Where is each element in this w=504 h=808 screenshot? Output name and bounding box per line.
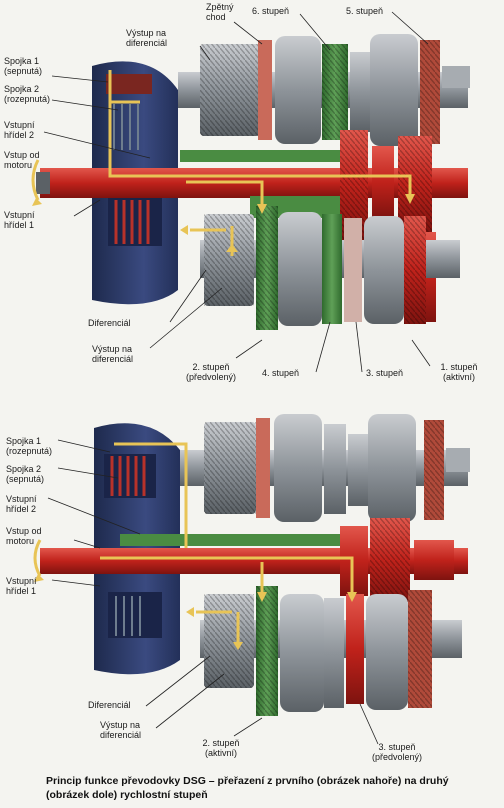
label-gear1: 1. stupeň (aktivní)	[440, 362, 478, 382]
engine-input-arrow	[33, 539, 44, 582]
label-input-shaft1: Vstupní hřídel 1	[6, 576, 37, 596]
label-input-shaft1: Vstupní hřídel 1	[4, 210, 35, 230]
lower-layshaft	[200, 586, 462, 716]
label-clutch1: Spojka 1 (rozepnutá)	[6, 436, 53, 456]
label-gear6: 6. stupeň	[252, 6, 290, 16]
leader-lines	[43, 11, 431, 373]
label-clutch1: Spojka 1 (sepnutá)	[4, 56, 43, 76]
power-flow-arrows	[100, 442, 354, 644]
label-reverse: Zpětný chod	[206, 2, 234, 22]
label-engine-input: Vstup od motoru	[6, 526, 42, 546]
lower-layshaft	[200, 206, 460, 330]
top-gearbox-drawing	[31, 11, 470, 373]
label-output-diff-bottom: Výstup na diferenciál	[92, 344, 134, 364]
label-gear3: 3. stupeň	[366, 368, 404, 378]
label-gear5: 5. stupeň	[346, 6, 384, 16]
bottom-illustration-panel: Spojka 1 (rozepnutá) Spojka 2 (sepnutá) …	[0, 398, 504, 768]
label-clutch2: Spojka 2 (sepnutá)	[6, 464, 45, 484]
label-clutch2: Spojka 2 (rozepnutá)	[4, 84, 51, 104]
upper-layshaft	[178, 34, 470, 146]
power-flow-arrowheads	[180, 194, 415, 252]
label-gear2: 2. stupeň (předvolený)	[185, 362, 237, 382]
label-input-shaft2: Vstupní hřídel 2	[6, 494, 37, 514]
hollow-shaft-green	[120, 534, 340, 546]
label-gear4: 4. stupeň	[262, 368, 300, 378]
upper-layshaft	[178, 414, 470, 522]
label-gear2: 2. stupeň (aktivní)	[202, 738, 240, 758]
label-output-diff-top: Výstup na diferenciál	[126, 28, 168, 48]
main-shaft-red	[40, 518, 468, 602]
power-flow-arrowheads	[186, 592, 357, 650]
label-differential: Diferenciál	[88, 700, 131, 710]
label-output-diff: Výstup na diferenciál	[100, 720, 142, 740]
label-differential: Diferenciál	[88, 318, 131, 328]
leader-lines	[47, 439, 379, 745]
figure-caption: Princip funkce převodovky DSG – přeřazen…	[46, 775, 449, 801]
bottom-gearbox-drawing	[33, 414, 470, 745]
label-engine-input: Vstup od motoru	[4, 150, 40, 170]
label-gear3: 3. stupeň (předvolený)	[371, 742, 423, 762]
top-illustration-panel: Spojka 1 (sepnutá) Spojka 2 (rozepnutá) …	[0, 0, 504, 388]
label-input-shaft2: Vstupní hřídel 2	[4, 120, 35, 140]
engine-input-arrow	[31, 159, 42, 206]
